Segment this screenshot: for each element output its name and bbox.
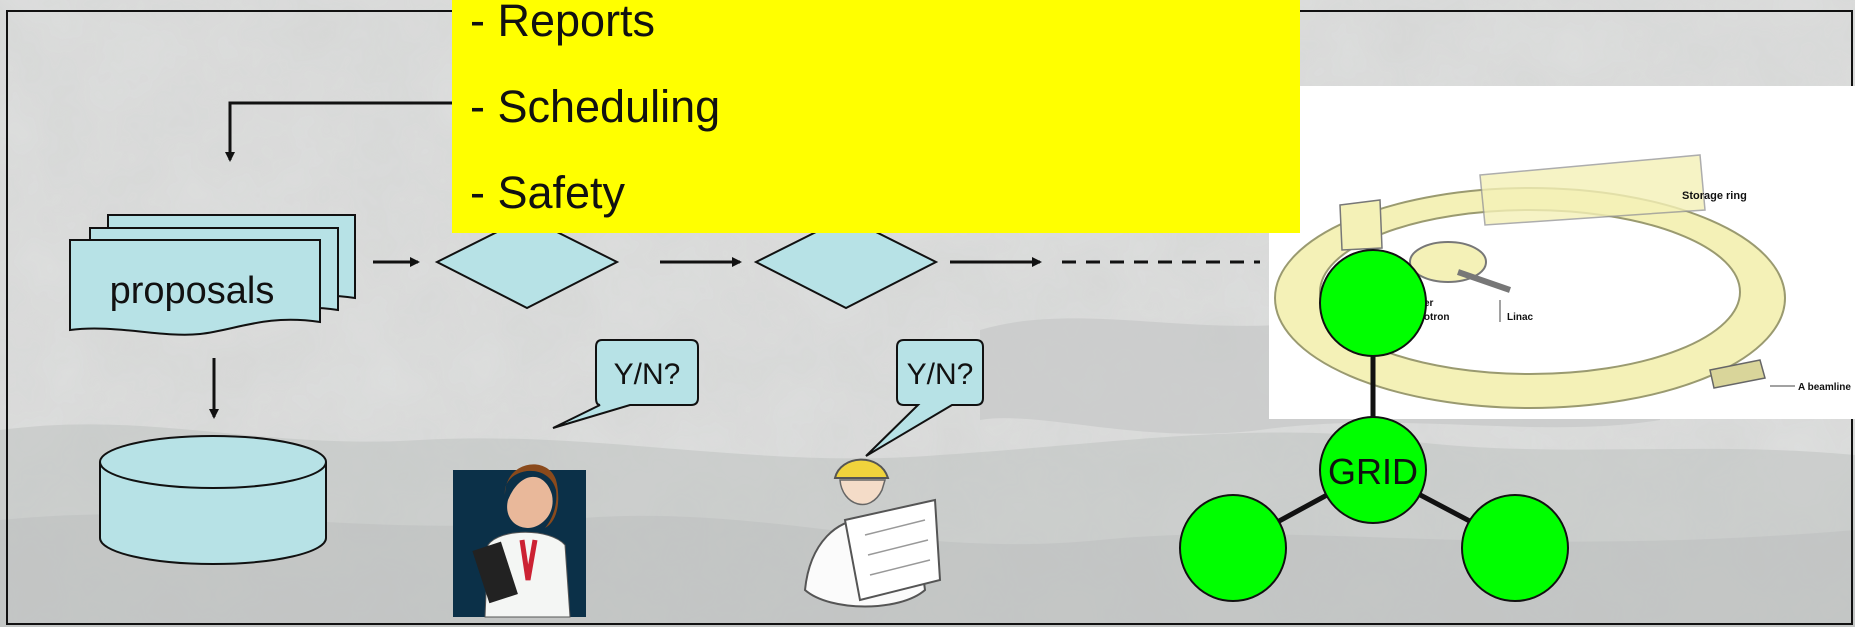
bubble-2-text: Y/N? <box>907 358 974 391</box>
task-list-box: - Reports - Scheduling - Safety <box>452 0 1300 233</box>
proposals-documents: proposals <box>69 214 356 336</box>
database-cylinder <box>99 435 327 565</box>
proposals-label: proposals <box>110 270 275 312</box>
task-item-scheduling: - Scheduling <box>470 81 721 132</box>
booster-label-2: rotron <box>1420 312 1449 323</box>
synchrotron-facility-image: Storage ring er rotron Linac A beamline <box>1269 86 1855 419</box>
booster-label: er <box>1424 298 1434 309</box>
feedback-arrow <box>225 101 454 162</box>
beamline-label: A beamline <box>1798 382 1851 393</box>
speech-bubble-2: Y/N? <box>865 339 984 457</box>
grid-node-top <box>1319 249 1427 357</box>
doctor-reviewer-image <box>453 464 586 618</box>
task-item-safety: - Safety <box>470 167 626 218</box>
task-item-reports: - Reports <box>470 0 656 46</box>
storage-ring-label: Storage ring <box>1682 190 1747 202</box>
grid-node-center <box>1319 416 1427 524</box>
grid-network: GRID <box>1179 249 1569 602</box>
speech-bubble-1: Y/N? <box>552 339 699 429</box>
bubble-1-text: Y/N? <box>614 358 681 391</box>
grid-node-left <box>1179 494 1287 602</box>
engineer-reviewer-image <box>803 458 942 608</box>
grid-node-right <box>1461 494 1569 602</box>
linac-label: Linac <box>1507 312 1534 323</box>
grid-label: GRID <box>1328 451 1418 492</box>
